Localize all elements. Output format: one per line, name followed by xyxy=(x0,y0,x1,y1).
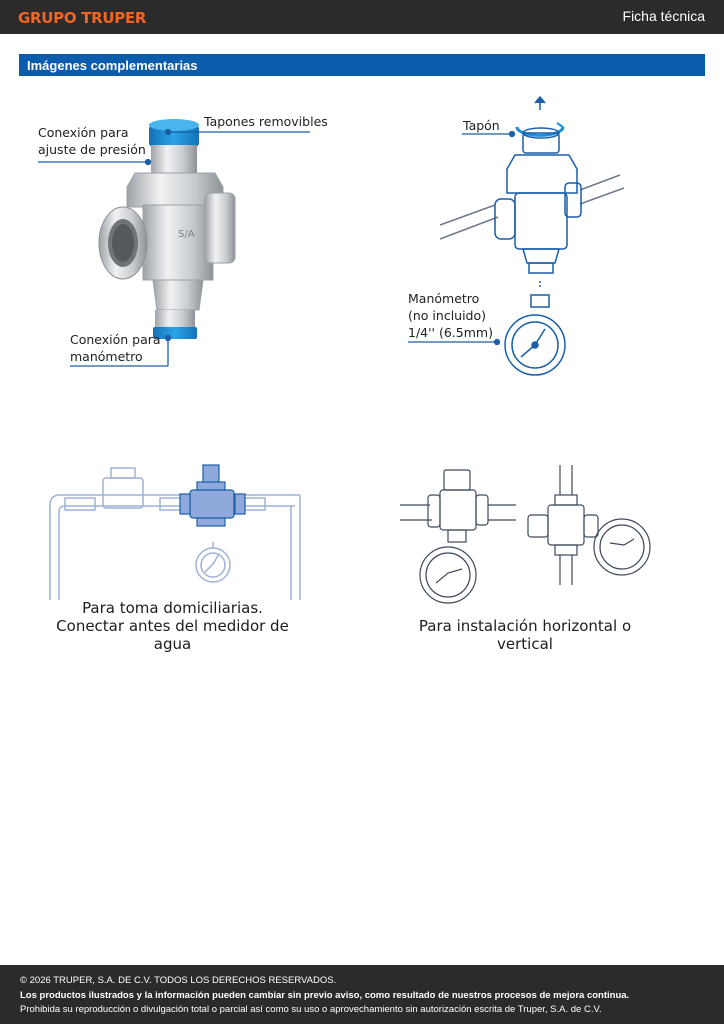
caption-domestic: Para toma domiciliarias. Conectar antes … xyxy=(40,599,305,653)
top-bar: GRUPO TRUPER Ficha técnica xyxy=(0,0,724,34)
label-gauge-connection: Conexión para manómetro xyxy=(70,331,161,365)
label-pressure-gauge: Manómetro (no incluido) 1/4'' (6.5mm) xyxy=(408,290,493,341)
brand-logo: GRUPO TRUPER xyxy=(18,9,147,27)
caption-installation: Para instalación horizontal o vertical xyxy=(418,617,632,653)
footer-prohibition: Prohibida su reproducción o divulgación … xyxy=(20,1004,602,1015)
horizontal-vertical-diagram xyxy=(400,465,651,604)
footer-copyright: © 2026 TRUPER, S.A. DE C.V. TODOS LOS DE… xyxy=(20,975,337,986)
domestic-installation-diagram xyxy=(49,464,301,600)
section-header: Imágenes complementarias xyxy=(19,54,705,76)
label-gauge-line-1: Conexión para xyxy=(70,332,161,347)
valve-photo: S/A xyxy=(98,119,236,339)
callout-lines xyxy=(38,128,516,367)
label-removable-caps: Tapones removibles xyxy=(204,114,328,129)
section-title: Imágenes complementarias xyxy=(27,58,198,73)
footer-notice: Los productos ilustrados y la informació… xyxy=(20,990,630,1001)
valve-exploded-drawing xyxy=(439,95,625,376)
label-gauge-line-2: manómetro xyxy=(70,349,143,364)
svg-text:S/A: S/A xyxy=(178,229,195,240)
document-type: Ficha técnica xyxy=(622,8,705,24)
footer: © 2026 TRUPER, S.A. DE C.V. TODOS LOS DE… xyxy=(0,965,724,1024)
label-pressure-line-1: Conexión para xyxy=(38,125,129,140)
caption-domestic-line-1: Para toma domiciliarias. xyxy=(82,599,263,617)
label-pressure-line-2: ajuste de presión xyxy=(38,142,146,157)
label-gauge-note: (no incluido) xyxy=(408,308,487,323)
label-cap: Tapón xyxy=(463,118,500,133)
label-gauge-name: Manómetro xyxy=(408,291,480,306)
caption-domestic-line-2: Conectar antes del medidor de agua xyxy=(56,617,289,653)
label-gauge-size: 1/4'' (6.5mm) xyxy=(408,325,493,340)
label-pressure-connection: Conexión para ajuste de presión xyxy=(38,124,146,158)
